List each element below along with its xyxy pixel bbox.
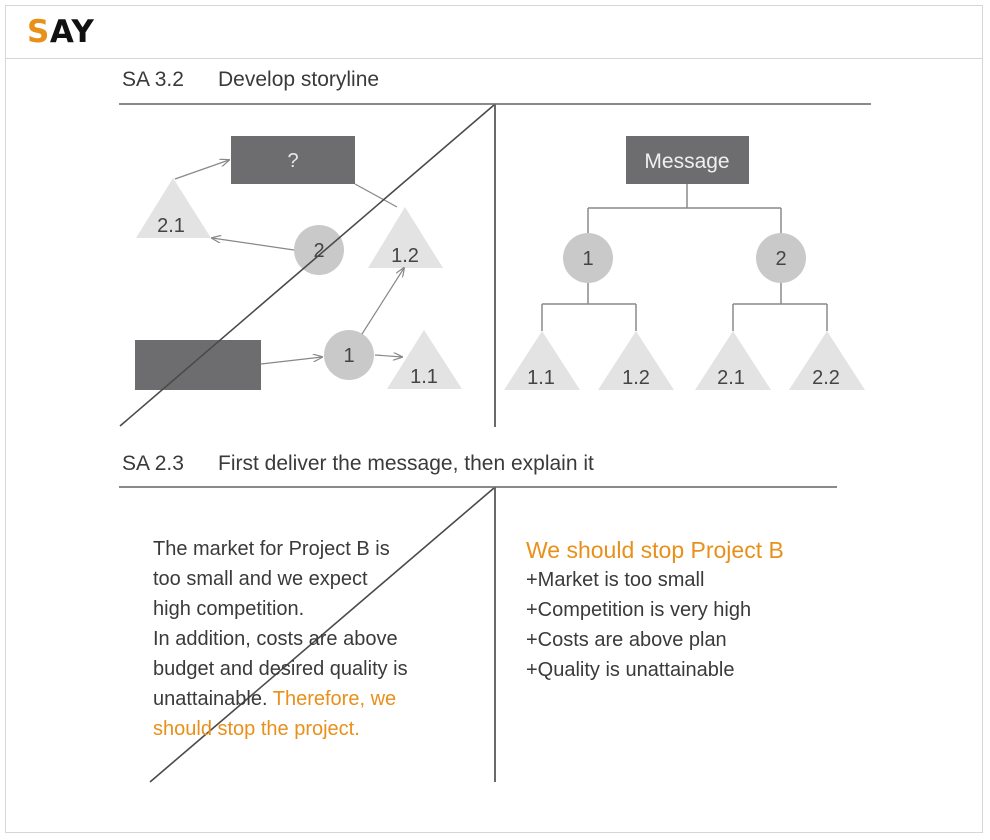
triangle-1-2 [368, 207, 443, 268]
triangle-2-1 [136, 178, 211, 238]
circle-2-label: 2 [313, 240, 324, 262]
pyramid-circle-1-label: 1 [582, 248, 593, 270]
pyramid-circle-2 [756, 233, 806, 283]
section-top-number: SA 3.2 [122, 68, 184, 91]
key-message-headline: We should stop Project B [526, 537, 784, 563]
section-top-title: SA 3.2 Develop storyline [122, 68, 379, 92]
line-question-to-1-2 [354, 183, 398, 208]
source-box [135, 340, 261, 390]
circle-2 [294, 225, 344, 275]
arrow-box-to-1 [260, 357, 322, 365]
section-bottom-number: SA 2.3 [122, 452, 184, 475]
message-box [626, 136, 749, 184]
leaf-label-1-1: 1.1 [527, 367, 555, 389]
tree-connectors [541, 184, 828, 331]
triangle-2-1-label: 2.1 [157, 215, 185, 237]
triangle-1-1 [387, 330, 462, 389]
leaf-label-1-2: 1.2 [622, 367, 650, 389]
indirect-message-text: The market for Project B is too small an… [153, 534, 483, 744]
pyramid-storyline: Message 1 2 1.1 1.2 2.1 2.2 [504, 136, 865, 390]
section-bottom-divider [494, 487, 496, 782]
leaf-triangle-2-1 [695, 331, 771, 390]
header-divider [5, 58, 983, 59]
paragraph-line-mixed: unattainable. Therefore, we [153, 684, 483, 714]
strike-line-bottom [149, 487, 495, 783]
section-bottom-rule [119, 486, 837, 488]
section-top-divider [494, 104, 496, 427]
arrow-2-1-to-question [174, 160, 229, 180]
supporting-point: +Competition is very high [526, 599, 752, 621]
paragraph-conclusion-end: should stop the project. [153, 718, 360, 740]
leaf-label-2-2: 2.2 [812, 367, 840, 389]
section-bottom-title: SA 2.3 First deliver the message, then ex… [122, 452, 594, 476]
arrow-2-to-2-1 [212, 238, 295, 251]
pyramid-circle-2-label: 2 [775, 248, 786, 270]
paragraph-line: In addition, costs are above [153, 628, 398, 650]
leaf-triangle-1-1 [504, 331, 580, 390]
triangle-1-1-label: 1.1 [410, 366, 438, 388]
paragraph-plain-text: unattainable. [153, 688, 273, 710]
section-top-label: Develop storyline [218, 68, 380, 91]
paragraph-conclusion-start: Therefore, we [272, 688, 397, 710]
triangle-1-2-label: 1.2 [391, 245, 419, 267]
strike-line-top [119, 104, 495, 427]
unstructured-storyline: ? 2.1 1.2 2 1 1.1 [119, 104, 495, 427]
pyramid-circle-1 [563, 233, 613, 283]
supporting-point: +Costs are above plan [526, 629, 727, 651]
leaf-label-2-1: 2.1 [717, 367, 745, 389]
circle-1-label: 1 [343, 345, 354, 367]
paragraph-line: budget and desired quality is [153, 658, 408, 680]
supporting-point: +Quality is unattainable [526, 659, 735, 681]
arrow-1-to-1-2 [361, 268, 404, 335]
logo-initial: S [27, 14, 50, 50]
paragraph-line: too small and we expect [153, 568, 368, 590]
logo-rest: AY [49, 14, 95, 50]
say-logo: SAY [27, 14, 94, 50]
question-box [231, 136, 355, 184]
leaf-triangle-2-2 [789, 331, 865, 390]
arrow-1-to-1-1 [374, 355, 402, 357]
section-bottom-label: First deliver the message, then explain … [218, 452, 594, 475]
message-box-label: Message [644, 150, 729, 173]
question-box-label: ? [287, 150, 298, 172]
circle-1 [324, 330, 374, 380]
supporting-point: +Market is too small [526, 569, 705, 591]
paragraph-line: high competition. [153, 598, 305, 620]
message-first-text: We should stop Project B +Market is too … [526, 535, 856, 685]
leaf-triangle-1-2 [598, 331, 674, 390]
paragraph-line: The market for Project B is [153, 538, 390, 560]
